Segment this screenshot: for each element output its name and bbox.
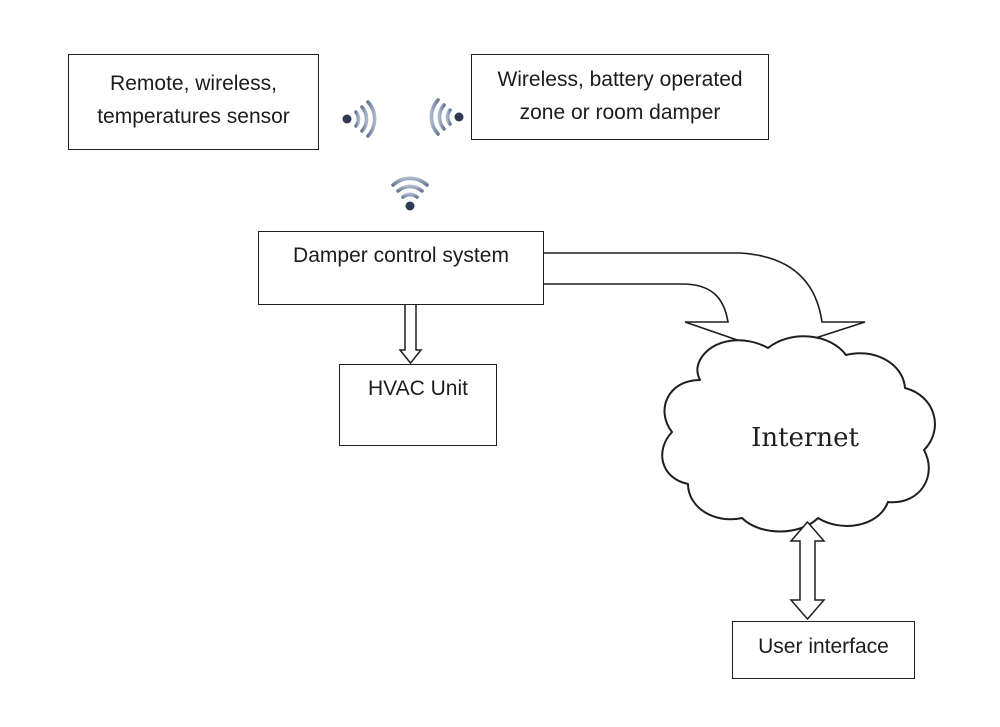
sensor-label-line2: temperatures sensor (97, 105, 290, 128)
user-interface-label: User interface (758, 635, 889, 658)
damper-label-line2: zone or room damper (519, 101, 721, 124)
zone-damper-box: Wireless, battery operated zone or room … (471, 54, 769, 140)
control-label: Damper control system (293, 244, 509, 267)
user-interface-box: User interface (732, 621, 915, 679)
wifi-icon (391, 176, 429, 211)
control-to-internet-arrow (544, 252, 866, 353)
sensor-label-line1: Remote, wireless, (110, 72, 277, 95)
temperature-sensor-box: Remote, wireless, temperatures sensor (68, 54, 319, 150)
hvac-label: HVAC Unit (368, 377, 468, 400)
internet-label: Internet (751, 423, 859, 453)
damper-control-system-box: Damper control system (258, 231, 544, 305)
wifi-icon (429, 98, 464, 136)
hvac-unit-box: HVAC Unit (339, 364, 497, 446)
wifi-icon (342, 100, 377, 138)
damper-label-line1: Wireless, battery operated (497, 68, 743, 91)
internet-cloud (661, 335, 936, 533)
control-to-hvac-arrow (398, 305, 423, 365)
internet-user-double-arrow (789, 520, 826, 621)
